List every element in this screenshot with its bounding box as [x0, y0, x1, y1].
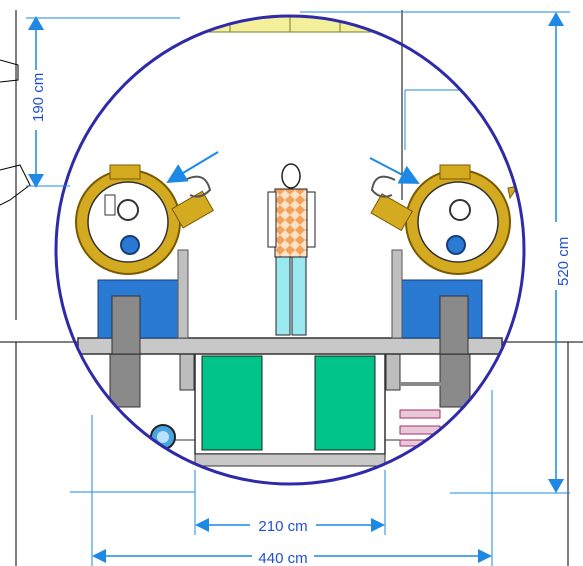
tunnel-outline — [54, 14, 526, 486]
right-cryostat — [370, 164, 520, 355]
rack-right — [314, 355, 376, 451]
dimension-tunnel-height — [300, 11, 570, 494]
tunnel-interior — [75, 16, 520, 484]
pillar-left — [109, 351, 141, 408]
dimension-label-inner-width: 210 cm — [258, 518, 307, 535]
dimension-label-tunnel-height: 520 cm — [555, 237, 572, 286]
dimension-top-gap — [26, 16, 180, 188]
floor-slab — [77, 337, 503, 355]
pillar-right — [439, 351, 471, 408]
dimension-label-outer-width: 440 cm — [258, 550, 307, 566]
person-figure — [267, 163, 316, 336]
left-cryostat — [75, 164, 215, 355]
rack-left — [201, 355, 263, 451]
pointer-arrow-right — [369, 157, 420, 184]
pointer-arrow-left — [166, 151, 219, 184]
dimension-label-top-gap: 190 cm — [30, 73, 47, 122]
